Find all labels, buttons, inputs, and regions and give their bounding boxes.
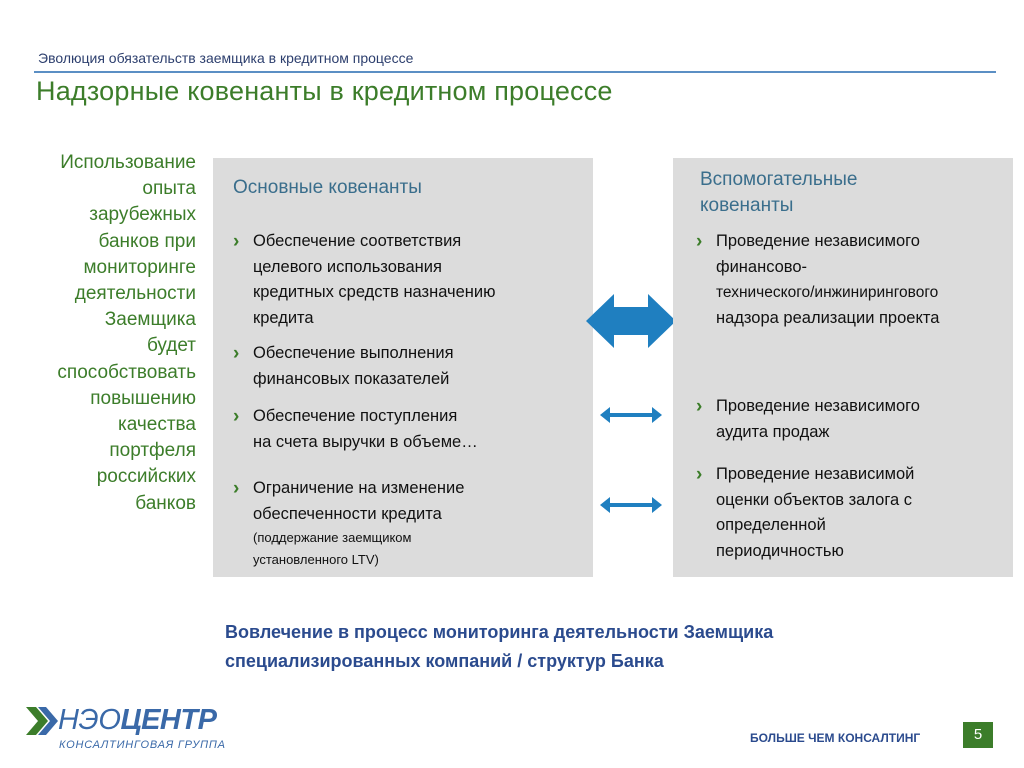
left-statement-line: российских <box>96 466 196 488</box>
item-line: периодичностью <box>716 541 844 560</box>
chevron-right-icon: › <box>233 231 240 252</box>
page-number: 5 <box>963 722 993 748</box>
left-statement-line: банков <box>135 492 196 514</box>
aux-title-line: Вспомогательные <box>700 169 858 190</box>
aux-covenant-item: › Проведение независимой оценки объектов… <box>696 462 915 564</box>
item-line: Проведение независимого <box>716 232 920 250</box>
chevron-right-icon: › <box>696 464 703 485</box>
double-arrow-icon <box>586 294 676 348</box>
header-divider <box>34 71 996 73</box>
aux-covenants-title: Вспомогательные ковенанты <box>700 167 940 219</box>
double-arrow-icon <box>600 497 662 513</box>
item-line: целевого использования <box>253 257 442 276</box>
footer-tagline: БОЛЬШЕ ЧЕМ КОНСАЛТИНГ <box>750 731 921 745</box>
left-statement-line: банков при <box>98 230 196 252</box>
item-line: надзора реализации проекта <box>716 308 940 327</box>
aux-covenant-item: › Проведение независимого финансово- тех… <box>696 229 1016 331</box>
main-covenant-item: › Ограничение на изменение обеспеченност… <box>233 476 465 571</box>
item-line: финансовых показателей <box>253 369 450 388</box>
chevron-right-icon: › <box>233 478 240 499</box>
item-note: установленного LTV) <box>253 552 379 568</box>
chevron-right-icon: › <box>233 343 240 364</box>
left-statement-line: Использование <box>60 152 196 173</box>
main-covenant-item: › Обеспечение поступления на счета выруч… <box>233 404 478 455</box>
item-note: (поддержание заемщиком <box>253 530 412 546</box>
item-line: аудита продаж <box>716 422 830 441</box>
breadcrumb: Эволюция обязательств заемщика в кредитн… <box>38 50 414 66</box>
item-line: определенной <box>716 516 826 535</box>
item-line: Обеспечение поступления <box>253 407 458 425</box>
left-statement-line: портфеля <box>109 440 196 462</box>
double-arrow-icon <box>600 407 662 423</box>
left-statement-line: Заемщика <box>104 309 196 331</box>
main-covenant-item: › Обеспечение выполнения финансовых пока… <box>233 341 454 392</box>
aux-title-line: ковенанты <box>700 195 794 216</box>
logo-wordmark: НЭОЦЕНТР <box>58 704 217 736</box>
item-line: на счета выручки в объеме… <box>253 432 478 451</box>
aux-covenants-panel: Вспомогательные ковенанты › Проведение н… <box>673 158 1013 577</box>
logo-mark-icon <box>26 707 58 735</box>
left-statement-line: зарубежных <box>89 204 196 226</box>
left-statement-line: деятельности <box>74 283 196 305</box>
item-line: технического/инжинирингового <box>716 284 939 302</box>
left-statement-line: опыта <box>142 178 196 200</box>
item-line: кредитных средств назначению <box>253 283 496 302</box>
logo-subtitle: КОНСАЛТИНГОВАЯ ГРУППА <box>59 739 226 751</box>
main-covenants-title: Основные ковенанты <box>233 177 422 198</box>
conclusion-line: Вовлечение в процесс мониторинга деятель… <box>225 622 774 642</box>
aux-covenant-item: › Проведение независимого аудита продаж <box>696 394 920 445</box>
item-line: Обеспечение выполнения <box>253 344 454 362</box>
chevron-right-icon: › <box>696 396 703 417</box>
chevron-right-icon: › <box>233 406 240 427</box>
item-line: Обеспечение соответствия <box>253 232 462 250</box>
left-statement-line: мониторинге <box>83 256 196 278</box>
conclusion-text: Вовлечение в процесс мониторинга деятель… <box>225 618 945 676</box>
item-line: Ограничение на изменение <box>253 479 465 497</box>
item-line: финансово- <box>716 257 808 276</box>
main-covenants-panel: Основные ковенанты › Обеспечение соответ… <box>213 158 593 577</box>
item-line: Проведение независимого <box>716 397 920 415</box>
company-logo: НЭОЦЕНТР КОНСАЛТИНГОВАЯ ГРУППА <box>26 704 256 754</box>
conclusion-line: специализированных компаний / структур Б… <box>225 651 664 671</box>
main-covenant-item: › Обеспечение соответствия целевого испо… <box>233 229 496 331</box>
item-line: кредита <box>253 308 314 327</box>
page-title: Надзорные ковенанты в кредитном процессе <box>36 76 613 106</box>
item-line: оценки объектов залога с <box>716 490 913 509</box>
left-statement-line: способствовать <box>57 361 196 383</box>
left-statement: Использование опыта зарубежных банков пр… <box>20 150 196 517</box>
left-statement-line: будет <box>146 335 196 357</box>
left-statement-line: повышению <box>90 387 196 409</box>
chevron-right-icon: › <box>696 231 703 252</box>
left-statement-line: качества <box>118 414 196 436</box>
item-line: обеспеченности кредита <box>253 504 442 523</box>
item-line: Проведение независимой <box>716 465 915 483</box>
